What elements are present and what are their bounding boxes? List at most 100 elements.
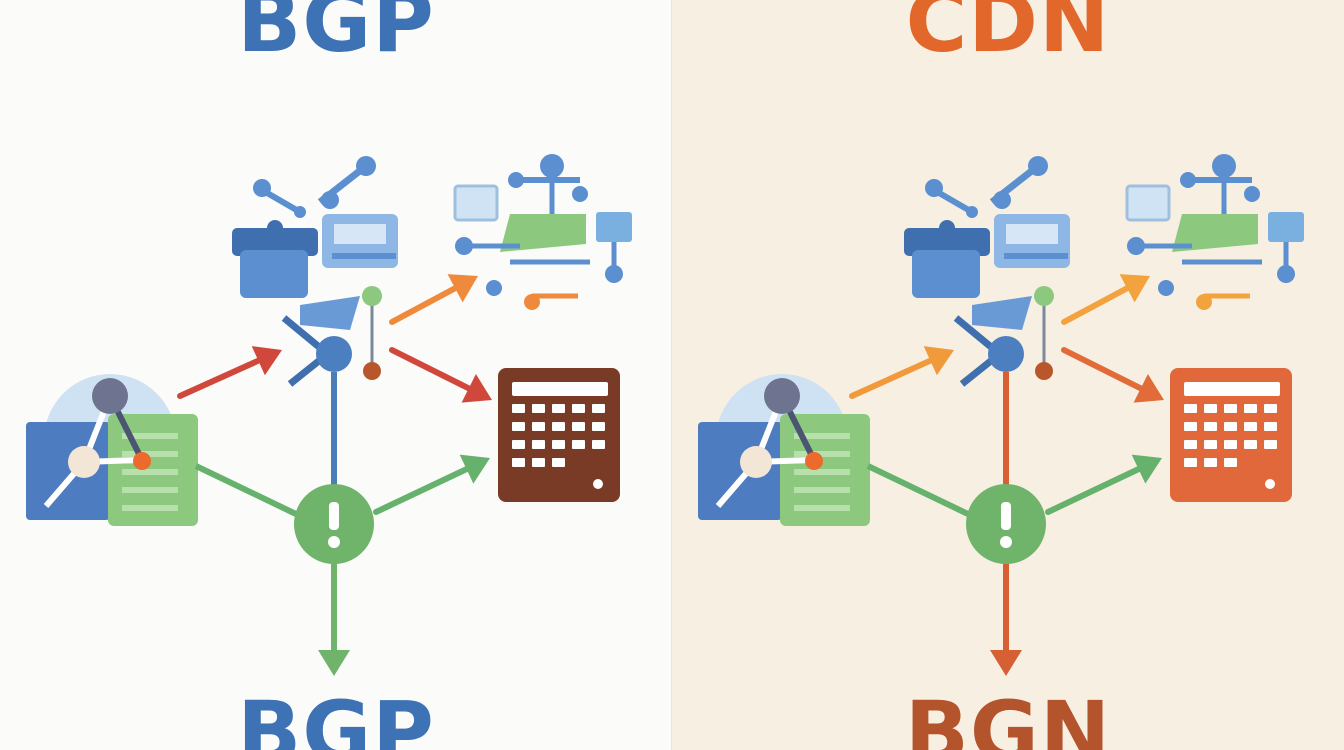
panel-bottom-title: BGN [904,683,1112,750]
server-knob [267,220,283,236]
key-node [68,446,100,478]
connection-arrow-icon [389,274,478,325]
arrow-shaft [373,466,470,515]
arrow-head [1131,454,1162,484]
arrow-head [1119,274,1150,303]
panel-detail [1006,224,1058,244]
right-panel-cdn: CDN BGN [672,0,1344,750]
arrow-head [923,346,954,376]
alert-mark [329,502,339,530]
node-dot [356,156,376,176]
device-key [572,404,585,413]
device-key [1244,440,1257,449]
arrow-head [1133,374,1164,403]
key-node [740,446,772,478]
arrow-shaft [177,357,262,399]
node-dot [925,179,943,197]
device-key [1204,404,1217,413]
accent-node [805,452,823,470]
node-dot [1277,265,1295,283]
monitor-screen [453,184,499,222]
panel-bottom-title: BGP [237,683,435,750]
device-key [1204,422,1217,431]
device-body [498,368,620,502]
connection-arrow-icon [849,346,954,399]
calculator-device-icon [498,368,620,502]
panel-top-title: BGP [237,0,435,71]
person-head [764,378,800,414]
network-topology-icon [925,156,1048,218]
monitor-screen [1125,184,1171,222]
green-panel [1172,214,1258,252]
device-key [532,440,545,449]
arrow-shaft [389,347,472,392]
node-dot [1028,156,1048,176]
device-key [1184,404,1197,413]
arrow-shaft [1061,347,1144,392]
device-key [1264,440,1277,449]
node-dot [508,172,524,188]
connection-arrow-icon [318,557,350,676]
node-dot [294,206,306,218]
monitor-icon [1125,154,1304,310]
green-link [866,463,970,517]
device-key [592,422,605,431]
node-dot [1158,280,1174,296]
node-dot [1127,237,1145,255]
node-dot [321,191,339,209]
device-key [1224,440,1237,449]
connection-arrow-icon [373,454,490,515]
panel-detail [334,224,386,244]
alert-dot [1000,536,1012,548]
device-body [1170,368,1292,502]
connection-arrow-icon [177,346,282,399]
router-plate [300,296,360,330]
doc-back [698,422,782,520]
router-status-dot [1034,286,1054,306]
device-key [532,458,545,467]
connection-arrow-icon [1061,274,1150,325]
arrow-head [447,274,478,303]
server-cluster-icon [232,214,398,298]
server-top [904,228,990,256]
device-key [1224,458,1237,467]
server-top [232,228,318,256]
device-key [1184,458,1197,467]
monitor-small [596,212,632,242]
node-dot [253,179,271,197]
arrow-shaft [389,285,459,325]
server-cluster-icon [904,214,1070,298]
network-diagram [26,154,632,676]
network-topology-icon [253,156,376,218]
router-port-dot [363,362,381,380]
device-key [532,422,545,431]
server-knob [939,220,955,236]
device-key [532,404,545,413]
device-key [572,422,585,431]
connection-arrow-icon [1045,454,1162,515]
node-dot [1244,186,1260,202]
router-plate [972,296,1032,330]
router-hub [316,336,352,372]
device-screen [1184,382,1280,396]
node-dot [486,280,502,296]
device-key [512,458,525,467]
connection-arrow-icon [389,347,492,403]
green-link [194,463,298,517]
router-hub [988,336,1024,372]
node-dot [455,237,473,255]
arrow-head [990,650,1022,676]
device-key [1264,422,1277,431]
device-key [1244,404,1257,413]
device-led [1265,479,1275,489]
device-key [592,404,605,413]
person-head [92,378,128,414]
device-screen [512,382,608,396]
connection-arrow-icon [990,557,1022,676]
server-body [912,250,980,298]
device-key [1204,440,1217,449]
device-key [552,440,565,449]
device-key [592,440,605,449]
alert-dot [328,536,340,548]
arrow-shaft [849,357,934,399]
